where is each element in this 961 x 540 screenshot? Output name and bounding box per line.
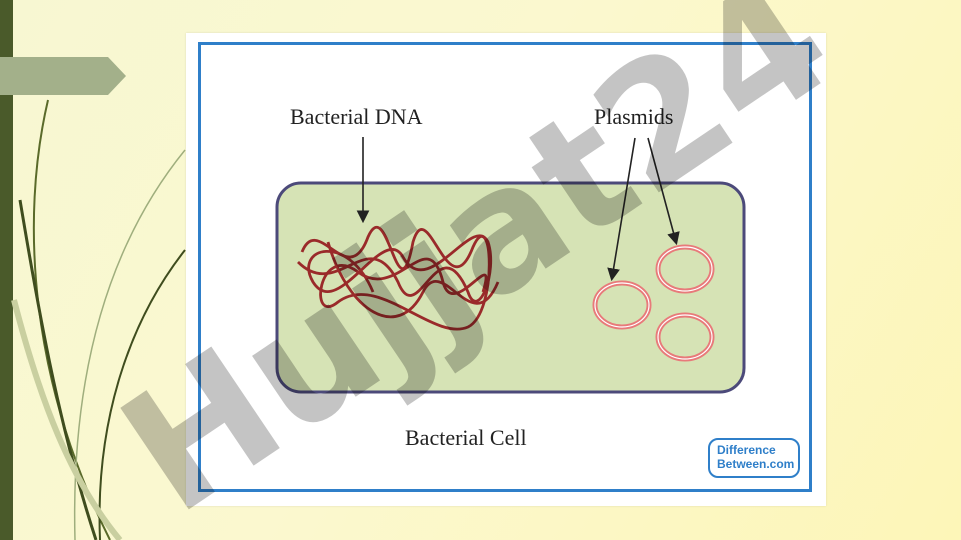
cell-membrane	[275, 181, 746, 394]
label-bacterial-cell: Bacterial Cell	[405, 425, 527, 450]
differencebetween-logo: Difference Between.com	[708, 438, 800, 478]
pointer-arrows	[356, 137, 680, 282]
title-tab-arrow	[0, 57, 126, 95]
logo-line2: Between.com	[717, 457, 795, 471]
slide-left-bar	[0, 0, 13, 540]
label-bacterial-dna: Bacterial DNA	[290, 104, 423, 129]
label-plasmids: Plasmids	[594, 104, 674, 129]
decorative-swooshes	[11, 99, 186, 540]
plasmid-arrow-2	[647, 137, 680, 246]
plasmid-arrow-1	[607, 137, 636, 282]
plasmid-rings	[592, 244, 715, 362]
bacterial-cell-diagram	[275, 137, 746, 394]
logo-line1: Difference	[717, 443, 776, 457]
bacterial-dna-coil	[297, 226, 500, 331]
diagram-frame	[198, 42, 812, 492]
